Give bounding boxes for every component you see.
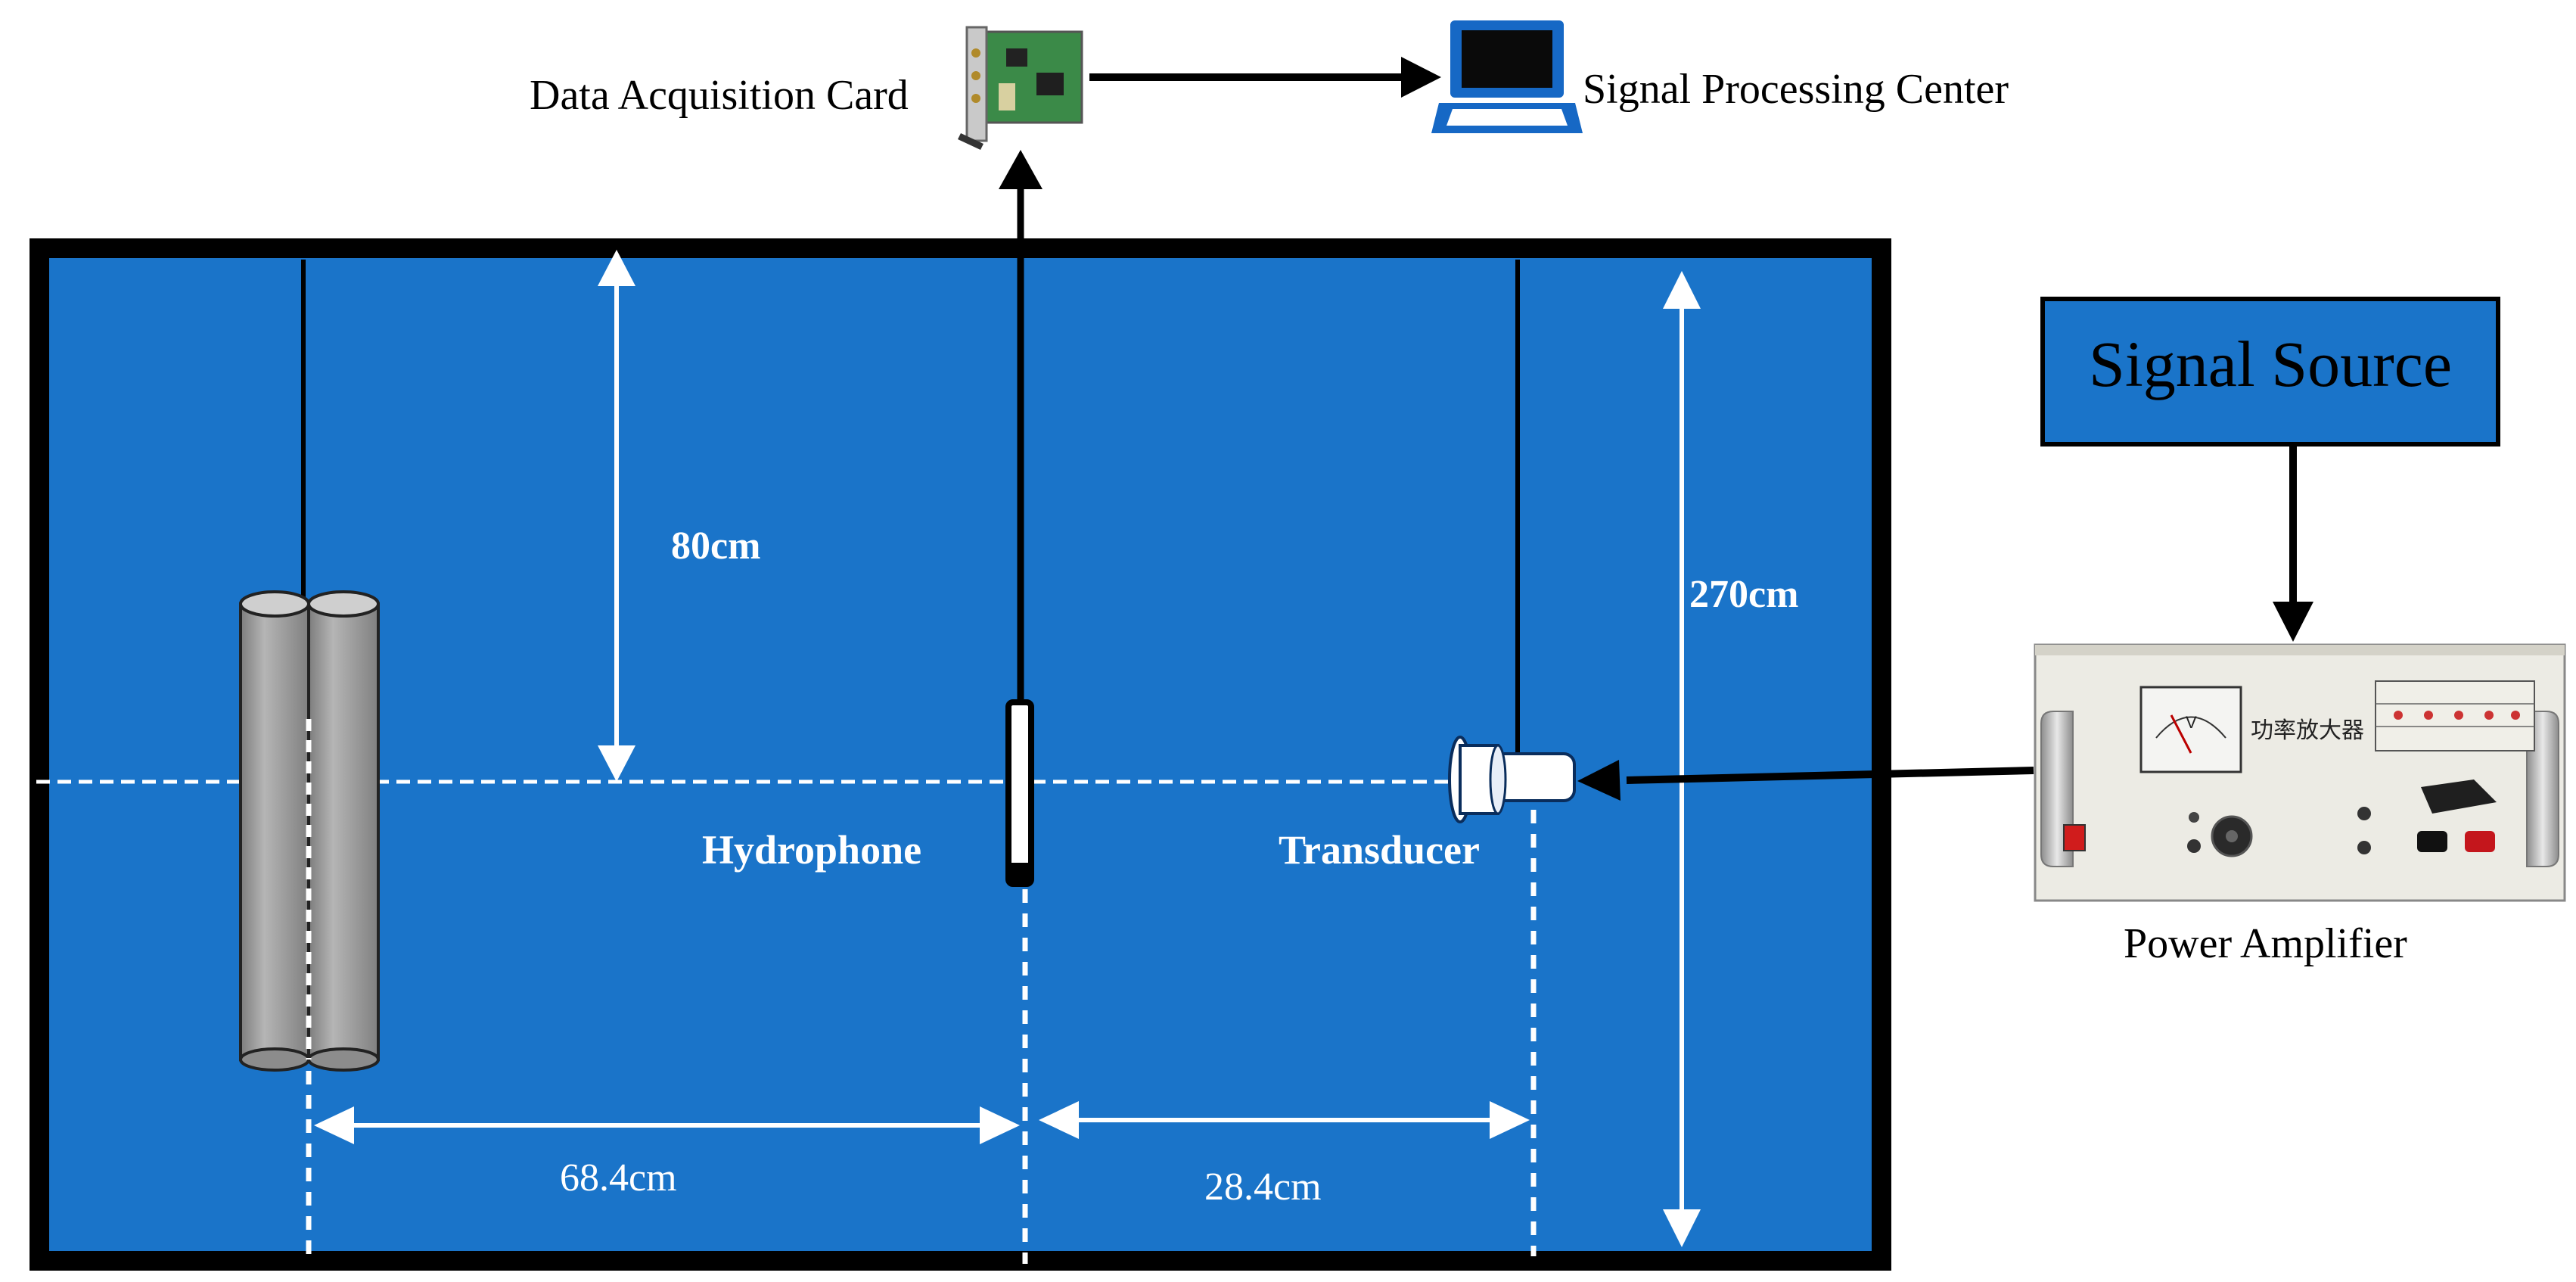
voltmeter: V [2139, 686, 2242, 773]
data-acquisition-card-icon [958, 26, 1083, 150]
dim-68-4cm-arrow [314, 1106, 1020, 1144]
signal-source-box [2040, 297, 2500, 447]
arrowhead-up-daq [999, 150, 1043, 189]
label-data-acquisition-card: Data Acquisition Card [530, 72, 909, 119]
label-68-4cm: 68.4cm [560, 1156, 677, 1200]
arrowhead-right-computer [1401, 57, 1441, 98]
arrow-amplifier-to-transducer [1626, 767, 2034, 784]
target-cylinders [239, 260, 380, 1072]
laptop-icon [1431, 20, 1583, 133]
label-power-amplifier: Power Amplifier [2124, 920, 2407, 967]
label-signal-source: Signal Source [2089, 328, 2452, 400]
amplifier-title-cn: 功率放大器 [2251, 718, 2364, 743]
label-transducer: Transducer [1279, 827, 1480, 873]
label-28-4cm: 28.4cm [1204, 1165, 1322, 1209]
power-amplifier-device: V 功率放大器 [2034, 643, 2566, 902]
arrowhead-left-transducer [1577, 760, 1620, 801]
label-hydrophone: Hydrophone [702, 827, 921, 873]
transducer [1448, 260, 1576, 823]
label-270cm: 270cm [1689, 573, 1798, 616]
hydrophone [1005, 174, 1034, 887]
label-80cm: 80cm [671, 524, 760, 568]
arrowhead-down-amplifier [2273, 602, 2313, 642]
meter-unit-label: V [2186, 713, 2197, 732]
dim-80cm-arrow [598, 250, 635, 782]
dim-270cm-arrow [1663, 271, 1701, 1247]
dim-28-4cm-arrow [1039, 1101, 1530, 1139]
label-signal-processing-center: Signal Processing Center [1583, 66, 2009, 113]
